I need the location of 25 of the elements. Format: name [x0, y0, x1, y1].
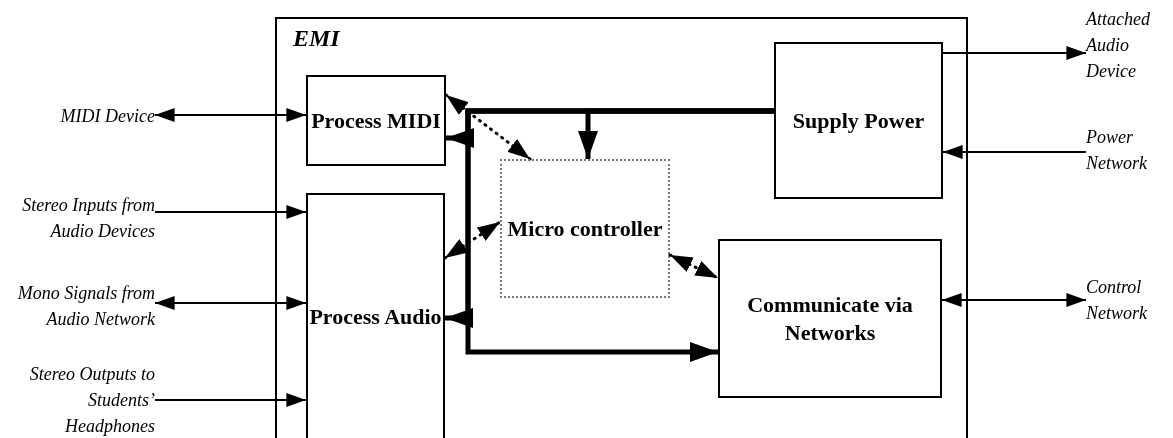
process-box: Process MIDI [306, 75, 446, 166]
system-title: EMI [293, 25, 340, 52]
signal-arrow [154, 108, 307, 122]
external-label: Power Network [1086, 126, 1148, 175]
signal-arrow [942, 145, 1087, 159]
external-label: Stereo Outputs to Students’ Headphones [28, 363, 155, 438]
process-box: Supply Power [774, 42, 943, 199]
external-label: Stereo Inputs from Audio Devices [21, 194, 155, 243]
system-boundary [275, 17, 968, 438]
signal-arrow [942, 46, 1087, 60]
signal-arrow [154, 393, 307, 407]
control-arrow [668, 253, 720, 280]
control-arrow [443, 220, 502, 260]
control-arrow [444, 93, 532, 161]
external-label: Mono Signals from Audio Network [16, 282, 155, 331]
signal-arrow [154, 205, 307, 219]
external-label: Control Network [1086, 276, 1148, 325]
external-label: Attached Audio Device [1086, 8, 1151, 83]
power-arrow [465, 108, 774, 362]
process-box: Micro controller [500, 159, 670, 298]
signal-arrow [154, 296, 307, 310]
process-box: Process Audio [306, 193, 445, 438]
external-label: MIDI Device [59, 105, 155, 128]
process-box: Communicate via Networks [718, 239, 942, 398]
signal-arrow [941, 293, 1087, 307]
